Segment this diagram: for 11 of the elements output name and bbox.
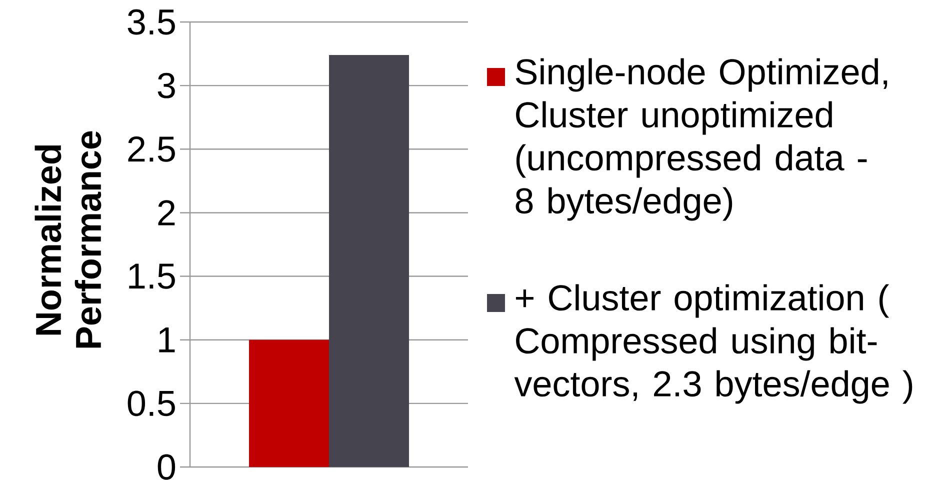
legend-label: Single-node Optimized, Cluster unoptimized (uncompressed data - 8 bytes/edge) [516,58,888,221]
y-tick-label: 2 [158,200,175,226]
y-tick-label: 2.5 [128,136,175,162]
y-tick-label: 1 [159,327,175,352]
y-tick-label: 1.5 [129,264,175,289]
y-tick-label: 0 [158,454,176,480]
y-axis-title: Normalized Performance [34,131,102,348]
legend-label: + Cluster optimization ( Compressed using bit-vectors, 2.3 bytes/edge ) [514,284,912,404]
y-tick-label: 3.5 [128,9,175,35]
y-tick-label: 0.5 [128,390,175,416]
y-tick-label: 3 [158,72,175,98]
